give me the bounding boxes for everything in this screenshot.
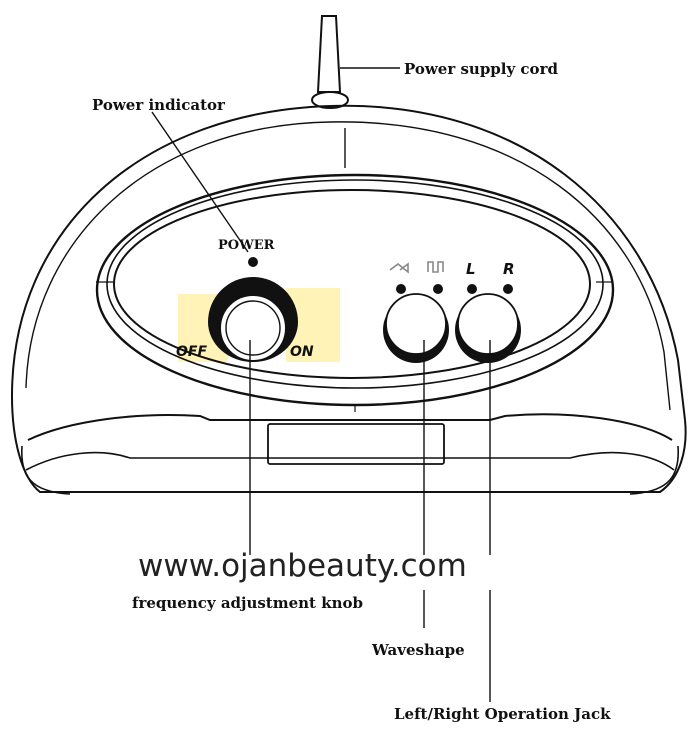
square-wave-icon — [427, 261, 444, 273]
power-switch[interactable] — [208, 277, 298, 362]
frequency-knob-label: frequency adjustment knob — [132, 594, 363, 612]
led-left — [467, 284, 477, 294]
power-indicator-led — [248, 257, 258, 267]
waveshape-knob[interactable] — [383, 293, 449, 363]
led-wave-1 — [396, 284, 406, 294]
leader-lines — [151, 67, 491, 702]
left-right-jack-label: Left/Right Operation Jack — [394, 705, 611, 723]
watermark-text: www.ojanbeauty.com — [138, 548, 467, 584]
power-cord — [311, 15, 349, 109]
power-label: POWER — [218, 238, 275, 253]
power-supply-cord-label: Power supply cord — [404, 60, 558, 78]
led-wave-2 — [433, 284, 443, 294]
sine-wave-icon — [389, 262, 409, 274]
power-indicator-label: Power indicator — [92, 96, 226, 114]
device-body — [11, 104, 687, 495]
on-label: ON — [290, 344, 314, 360]
led-right — [503, 284, 513, 294]
operation-jacks[interactable] — [455, 293, 521, 363]
left-jack-label: L — [466, 260, 476, 278]
off-label: OFF — [176, 344, 207, 360]
waveshape-label: Waveshape — [371, 641, 465, 659]
right-jack-label: R — [503, 260, 515, 278]
